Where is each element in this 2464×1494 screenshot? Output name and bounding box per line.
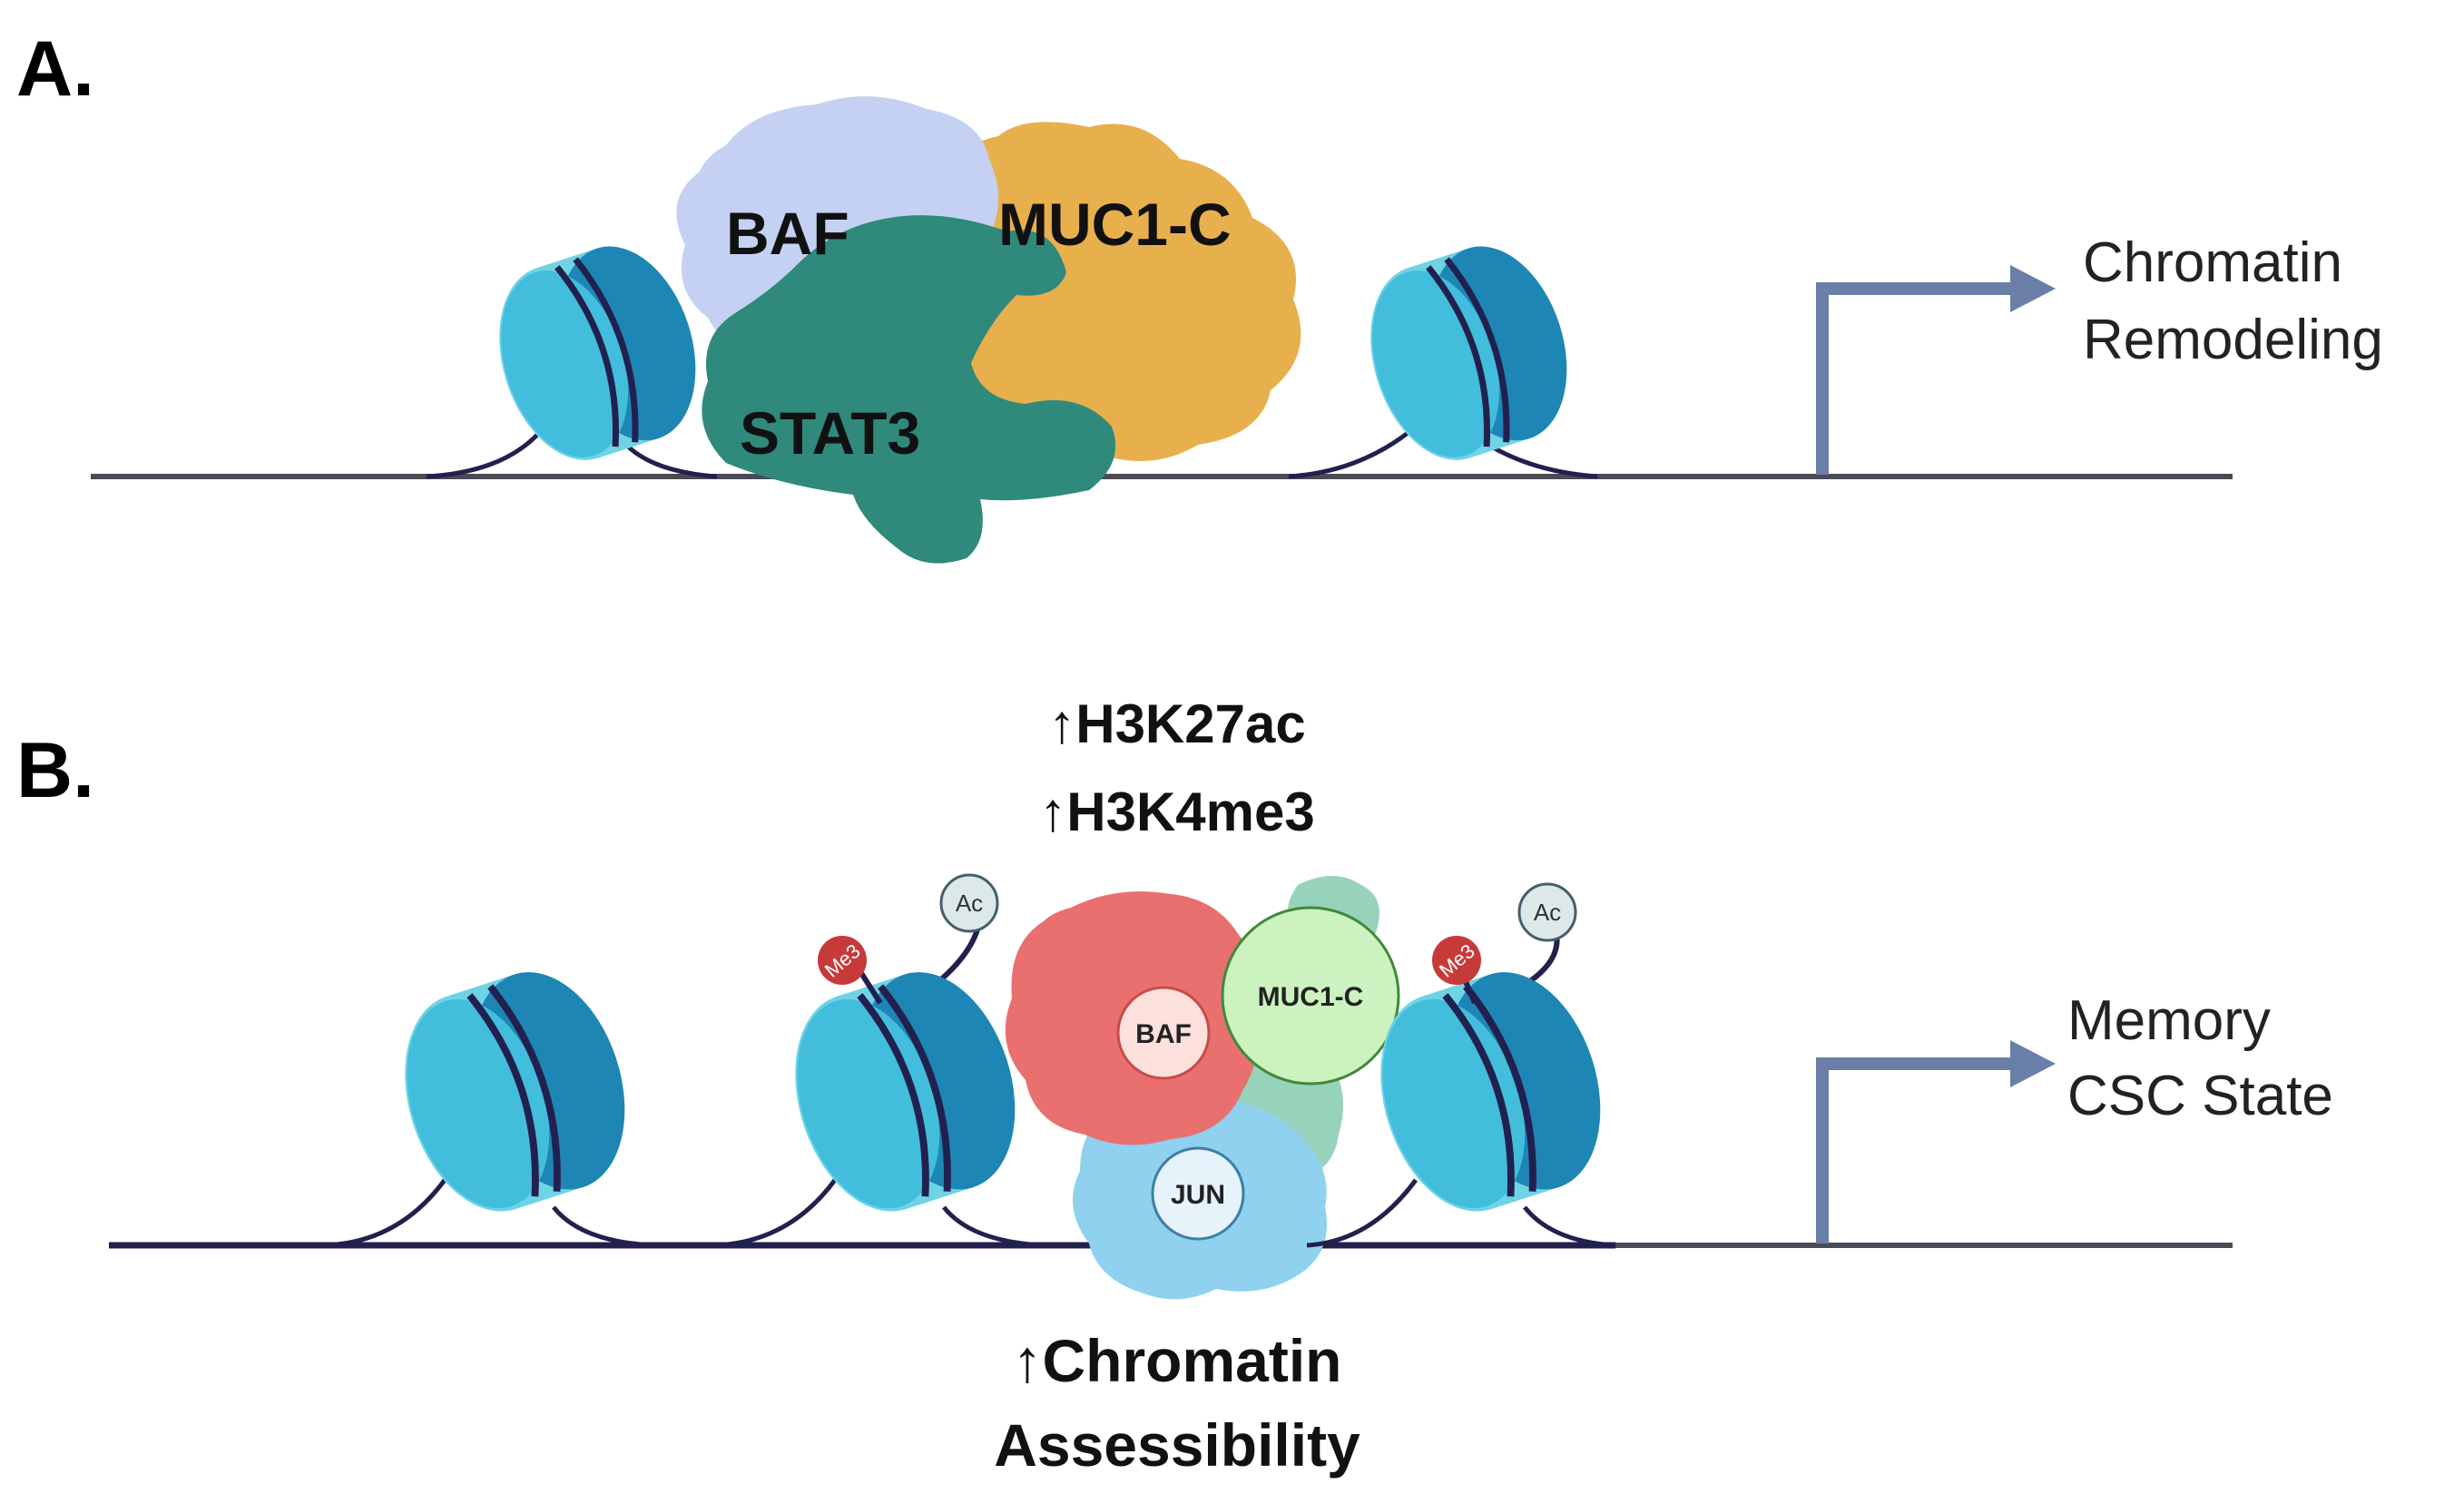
ac-label-1: Ac	[956, 890, 983, 917]
dna-linker	[426, 425, 546, 479]
stat3-label-a: STAT3	[740, 399, 920, 467]
transcription-arrow-b	[1816, 1057, 2015, 1243]
dna-linker	[1288, 425, 1418, 479]
panel-a-label: A.	[16, 25, 94, 113]
jun-label-b: JUN	[1171, 1180, 1225, 1210]
dna-linker	[552, 1205, 654, 1248]
me3-mark-1	[818, 936, 867, 985]
dna-linker	[1306, 1178, 1419, 1248]
arrowhead-a	[2010, 265, 2056, 312]
muc1c-label-a: MUC1-C	[998, 191, 1232, 258]
transcription-arrow-a	[1816, 282, 2015, 475]
me3-mark-2	[1432, 936, 1481, 985]
ac-label-2: Ac	[1534, 899, 1561, 926]
nucleosome-a2	[1347, 229, 1590, 477]
dna-linker	[942, 1205, 1045, 1248]
outcome-a-line2: Remodeling	[2083, 309, 2383, 371]
nucleosome-b1	[378, 952, 651, 1231]
dna-linker	[1487, 442, 1598, 479]
nucleosome-b2	[769, 952, 1041, 1231]
baf-label-a: BAF	[726, 200, 849, 267]
dna-linker	[624, 443, 718, 479]
muc1c-protein-a	[908, 122, 1301, 461]
dna-linker	[1523, 1205, 1616, 1248]
panel-a: A. BAF MUC1-C STAT3 Chromatin Remodeling	[16, 25, 2383, 564]
outcome-a-line1: Chromatin	[2083, 231, 2342, 294]
outcome-b-line1: Memory	[2067, 989, 2271, 1052]
chromatin-accessibility-line1: ↑Chromatin	[1013, 1327, 1342, 1394]
chromatin-accessibility-line2: Assessibility	[994, 1411, 1360, 1479]
arrowhead-b	[2010, 1040, 2056, 1087]
panel-b: B. ↑H3K27ac ↑H3K4me3 Me3 Ac BAF MUC1-C J…	[16, 693, 2333, 1479]
stat3-protein-a	[702, 215, 1116, 564]
jun-node-b	[1151, 1146, 1245, 1241]
baf-node-b	[1116, 986, 1211, 1080]
outcome-b-line2: CSC State	[2067, 1065, 2333, 1127]
histone-mark-h3k27ac: ↑H3K27ac	[1048, 693, 1306, 754]
muc1c-node-b	[1221, 906, 1400, 1086]
dna-linker	[326, 1178, 447, 1248]
dna-linker	[716, 1178, 838, 1248]
ac-mark-2	[1517, 882, 1577, 942]
muc1c-label-b: MUC1-C	[1258, 982, 1364, 1012]
histone-mark-h3k4me3: ↑H3K4me3	[1039, 781, 1315, 842]
ac-mark-1	[939, 873, 999, 933]
panel-b-label: B.	[16, 727, 94, 814]
baf-label-b: BAF	[1135, 1019, 1192, 1049]
